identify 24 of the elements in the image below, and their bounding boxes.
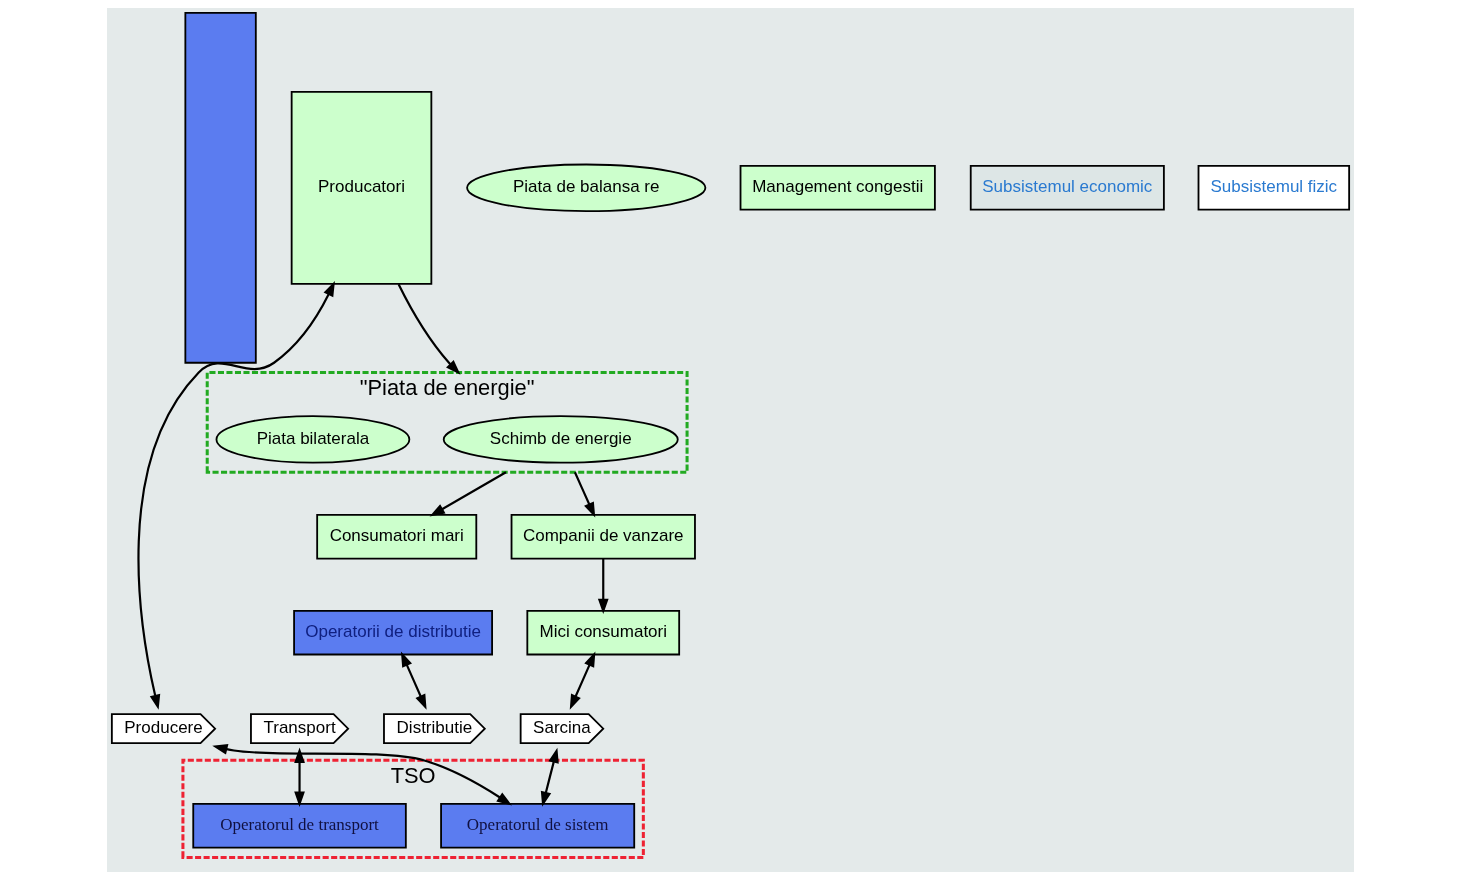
arrow [540, 747, 559, 807]
node-box: Producatori [290, 90, 433, 285]
arrow [569, 651, 596, 710]
node-bar [184, 12, 257, 364]
arrow [597, 558, 609, 615]
node-box: Operatorul de transport [192, 803, 407, 849]
arrow [137, 281, 335, 710]
arrow [212, 744, 513, 806]
node-box: Subsistemul fizic [1197, 165, 1351, 211]
node-box: Consumatori mari [316, 513, 478, 560]
node-ellipse: Schimb de energie [442, 415, 679, 464]
arrow [294, 747, 305, 807]
arrow [573, 471, 596, 518]
arrow [397, 283, 461, 375]
node-box: Operatorul de sistem [440, 803, 636, 849]
node-box: Companii de vanzare [510, 513, 696, 560]
arrow [400, 651, 427, 710]
node-box: Mici consumatori [526, 609, 681, 656]
node-box: Operatorii de distributie [293, 609, 493, 656]
node-box: Management congestii [739, 165, 936, 211]
node-box: Subsistemul economic [969, 165, 1165, 211]
node-ellipse: Piata de balansa re [466, 163, 707, 213]
node-ellipse: Piata bilaterala [215, 415, 411, 464]
arrow [429, 471, 507, 517]
